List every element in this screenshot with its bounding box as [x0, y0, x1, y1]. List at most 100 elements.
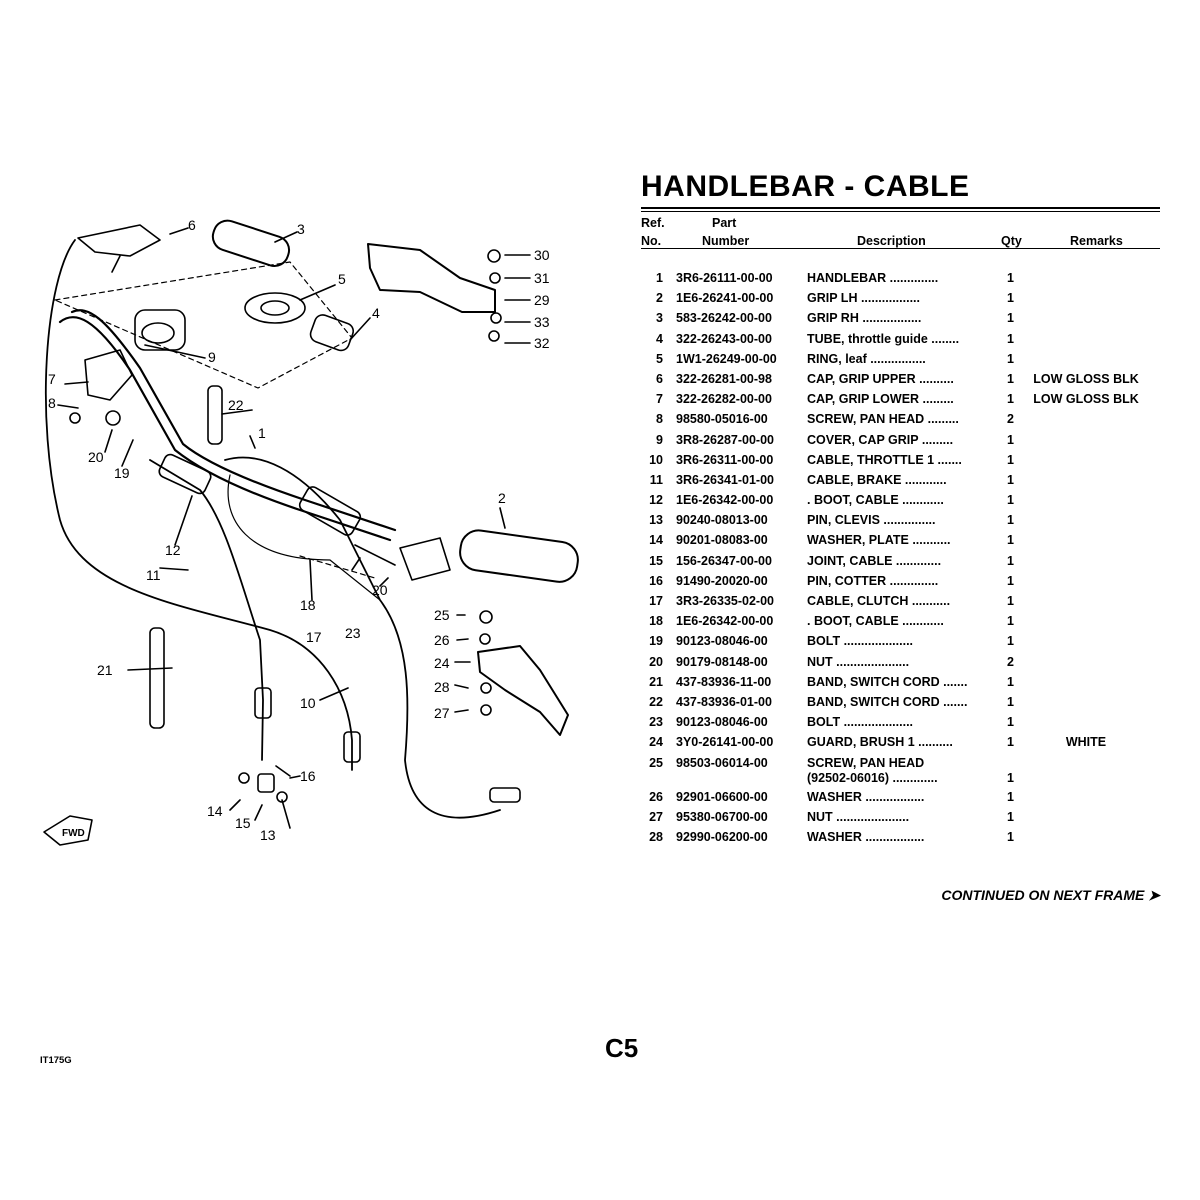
table-row: 9 3R8-26287-00-00 COVER, CAP GRIP ......…	[641, 433, 1160, 453]
qty: 1	[1007, 452, 1014, 467]
qty: 1	[1007, 513, 1014, 528]
table-row: 24 3Y0-26141-00-00 GUARD, BRUSH 1 ......…	[641, 735, 1160, 755]
description: RING, leaf ................	[807, 351, 926, 366]
svg-text:3: 3	[297, 221, 305, 237]
qty: 1	[1007, 735, 1014, 750]
grip-rh	[211, 219, 291, 267]
part-number: 90240-08013-00	[676, 513, 768, 528]
description: NUT .....................	[807, 654, 910, 669]
part-number: 322-26243-00-00	[676, 331, 772, 346]
model-code: IT175G	[40, 1055, 72, 1066]
fwd-arrow	[43, 815, 93, 846]
ref-no: 7	[656, 392, 663, 407]
table-row: 25 98503-06014-00 SCREW, PAN HEAD (92502…	[641, 756, 1160, 790]
qty: 1	[1007, 694, 1014, 709]
qty: 1	[1007, 432, 1014, 447]
description: BOLT ....................	[807, 715, 914, 730]
qty: 1	[1007, 392, 1014, 407]
svg-text:24: 24	[434, 655, 450, 671]
table-row: 16 91490-20020-00 PIN, COTTER ..........…	[641, 574, 1160, 594]
table-row: 15 156-26347-00-00 JOINT, CABLE ........…	[641, 554, 1160, 574]
table-row: 28 92990-06200-00 WASHER ...............…	[641, 830, 1160, 850]
svg-text:15: 15	[235, 815, 251, 831]
svg-text:21: 21	[97, 662, 113, 678]
table-row: 21 437-83936-11-00 BAND, SWITCH CORD ...…	[641, 675, 1160, 695]
ref-no: 9	[656, 432, 663, 447]
part-number: 92990-06200-00	[676, 829, 768, 844]
table-row: 14 90201-08083-00 WASHER, PLATE ........…	[641, 533, 1160, 553]
svg-text:11: 11	[146, 567, 161, 583]
svg-text:20: 20	[372, 582, 388, 598]
table-row: 1 3R6-26111-00-00 HANDLEBAR ............…	[641, 271, 1160, 291]
header-number: Number	[702, 234, 750, 248]
ref-no: 2	[656, 291, 663, 306]
svg-text:18: 18	[300, 597, 316, 613]
svg-text:27: 27	[434, 705, 450, 721]
ref-no: 21	[649, 674, 663, 689]
description: PIN, CLEVIS ...............	[807, 513, 936, 528]
part-number: 1W1-26249-00-00	[676, 351, 777, 366]
description: GRIP LH .................	[807, 291, 920, 306]
description: SCREW, PAN HEAD .........	[807, 412, 959, 427]
table-row: 27 95380-06700-00 NUT ..................…	[641, 810, 1160, 830]
part-number: 90201-08083-00	[676, 533, 768, 548]
ref-no: 1	[656, 271, 663, 285]
part-number: 1E6-26342-00-00	[676, 614, 774, 629]
part-number: 98503-06014-00	[676, 755, 768, 770]
ref-no: 26	[649, 789, 663, 804]
qty: 1	[1007, 472, 1014, 487]
title-rule	[641, 207, 1160, 209]
throttle-cable	[44, 239, 353, 771]
table-row: 4 322-26243-00-00 TUBE, throttle guide .…	[641, 332, 1160, 352]
qty: 1	[1007, 311, 1014, 326]
qty: 1	[1007, 634, 1014, 649]
svg-text:26: 26	[434, 632, 450, 648]
ref-no: 16	[649, 573, 663, 588]
ref-no: 25	[649, 755, 663, 770]
qty: 2	[1007, 654, 1014, 669]
part-number: 90179-08148-00	[676, 654, 768, 669]
table-row: 7 322-26282-00-00 CAP, GRIP LOWER ......…	[641, 392, 1160, 412]
svg-text:22: 22	[228, 397, 244, 413]
ref-no: 19	[649, 634, 663, 649]
qty: 1	[1007, 493, 1014, 508]
grip-lh	[459, 529, 579, 583]
svg-text:1: 1	[258, 425, 266, 441]
remarks: WHITE	[1065, 735, 1107, 750]
description: WASHER .................	[807, 829, 925, 844]
qty: 2	[1007, 412, 1014, 427]
header-qty: Qty	[1001, 234, 1022, 248]
ref-no: 12	[649, 493, 663, 508]
qty: 1	[1007, 533, 1014, 548]
part-number: 156-26347-00-00	[676, 553, 772, 568]
description: PIN, COTTER ..............	[807, 573, 939, 588]
svg-text:20: 20	[88, 449, 104, 465]
svg-text:10: 10	[300, 695, 316, 711]
qty: 1	[1007, 351, 1014, 366]
brake-cable	[149, 459, 264, 761]
ref-no: 15	[649, 553, 663, 568]
qty: 1	[1007, 331, 1014, 346]
svg-text:29: 29	[534, 292, 550, 308]
qty: 1	[1007, 371, 1014, 386]
svg-text:19: 19	[114, 465, 130, 481]
qty: 1	[1007, 770, 1014, 785]
description: NUT .....................	[807, 809, 910, 824]
description: COVER, CAP GRIP .........	[807, 432, 954, 447]
description: BAND, SWITCH CORD .......	[807, 674, 968, 689]
page-title: HANDLEBAR - CABLE	[641, 170, 970, 203]
svg-text:13: 13	[260, 827, 276, 843]
description: CAP, GRIP UPPER ..........	[807, 371, 954, 386]
description: CABLE, BRAKE ............	[807, 472, 947, 487]
description: . BOOT, CABLE ............	[807, 614, 944, 629]
qty: 1	[1007, 614, 1014, 629]
part-number: 92901-06600-00	[676, 789, 768, 804]
clutch-cable	[224, 456, 501, 819]
ref-no: 14	[649, 533, 663, 548]
part-number: 1E6-26342-00-00	[676, 493, 774, 508]
table-row: 3 583-26242-00-00 GRIP RH ..............…	[641, 311, 1160, 331]
svg-text:2: 2	[498, 490, 506, 506]
part-number: 3Y0-26141-00-00	[676, 735, 774, 750]
ref-no: 6	[656, 371, 663, 386]
